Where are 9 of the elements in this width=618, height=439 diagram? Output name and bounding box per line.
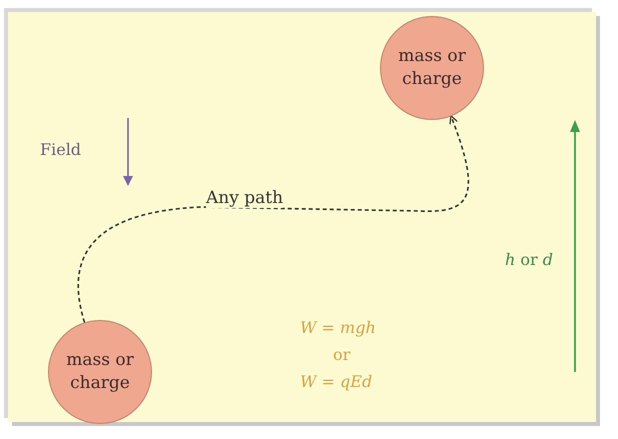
edge-label: Any path bbox=[206, 188, 284, 208]
height-label: h or d bbox=[505, 250, 554, 269]
conjunction-text: or bbox=[333, 345, 350, 364]
dashed-arrow bbox=[78, 115, 470, 323]
node-text: mass or charge bbox=[65, 349, 135, 395]
field-label: Field bbox=[40, 140, 82, 159]
equation: W = mgh bbox=[300, 318, 376, 337]
equation: W = qEd bbox=[300, 372, 372, 391]
node-text: mass or charge bbox=[397, 45, 467, 91]
